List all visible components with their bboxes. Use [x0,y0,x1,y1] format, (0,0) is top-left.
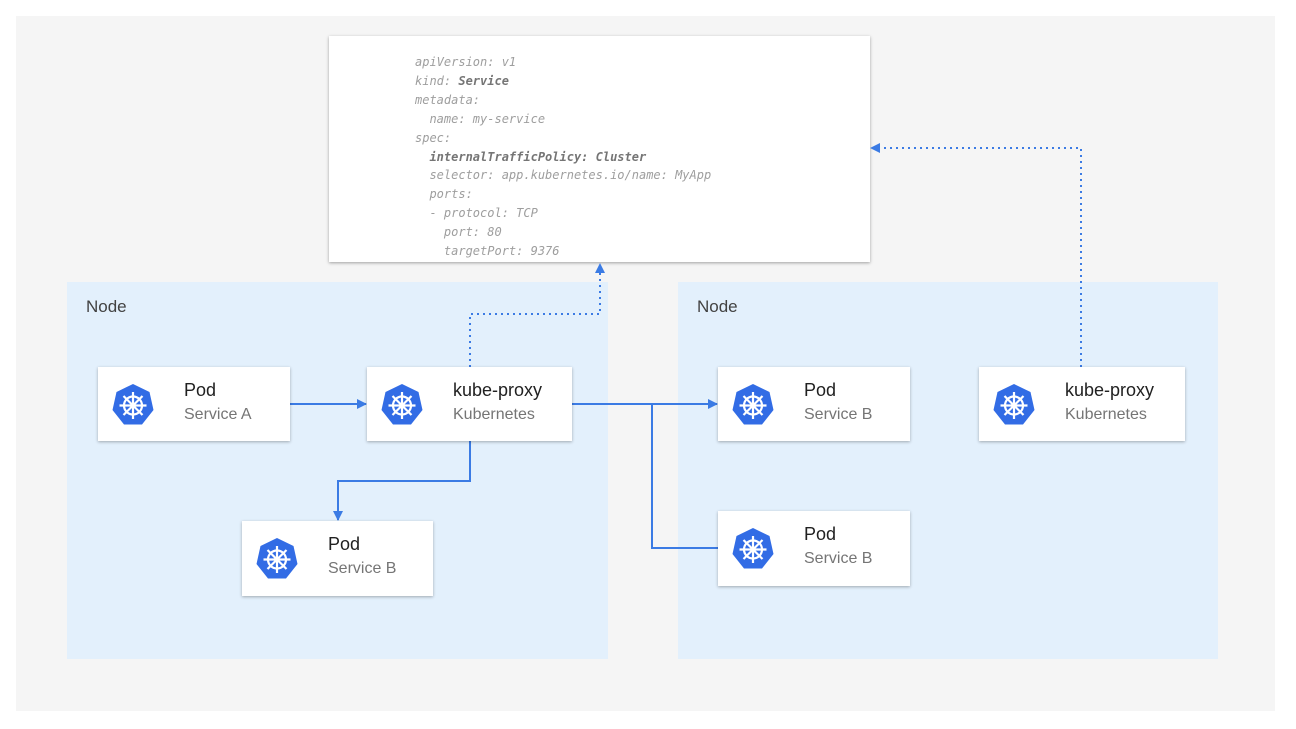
kubernetes-icon [381,384,423,425]
card-subtitle: Kubernetes [1065,406,1147,423]
dotted-arrow-right-proxy-to-service [870,143,1082,367]
card-title: Pod [184,380,217,400]
kubernetes-icon [732,528,774,569]
card-title: Pod [328,534,361,554]
card-title: Pod [804,380,837,400]
card-title: Pod [804,524,837,544]
node-label: Node [697,297,738,316]
card-title: kube-proxy [453,380,543,400]
card-subtitle: Service B [328,560,397,577]
card-subtitle: Service B [804,406,873,423]
kubernetes-icon [993,384,1035,425]
kubernetes-icon [732,384,774,425]
kubernetes-icon [112,384,154,425]
card-subtitle: Service A [184,406,252,423]
node-left: Node [67,282,608,659]
dotted-arrow-left-proxy-to-service [469,263,605,367]
node-label: Node [86,297,127,316]
card-subtitle: Service B [804,550,873,567]
card-title: kube-proxy [1065,380,1155,400]
node-right: Node [678,282,1218,659]
kubernetes-icon [256,538,298,579]
card-subtitle: Kubernetes [453,406,535,423]
arrow-proxy-to-remote-podB-2 [651,404,731,553]
service-yaml-box: apiVersion: v1 kind: Service metadata: n… [329,36,870,262]
service-yaml: apiVersion: v1 kind: Service metadata: n… [415,55,712,259]
arrow-proxy-to-local-podB [333,441,471,521]
